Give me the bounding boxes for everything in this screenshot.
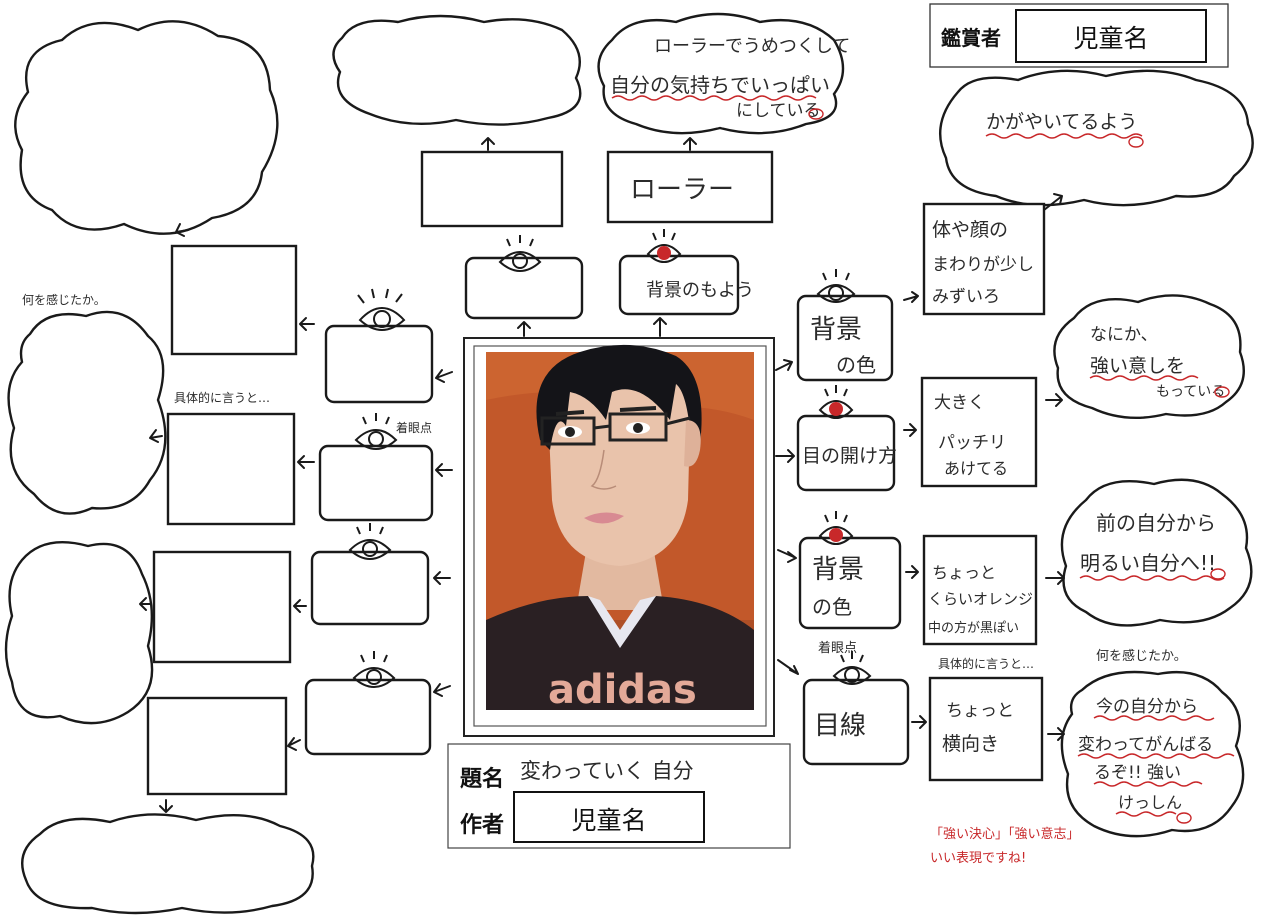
feeling-text-top-2: 自分の気持ちでいっぱい: [610, 73, 830, 97]
detail-text-right-3a: ちょっと: [932, 563, 996, 582]
focus-box-left-1: [324, 324, 434, 404]
focus-text-right-1a: 背景: [810, 315, 862, 345]
feeling-text-right-1: かがやいてるよう: [986, 111, 1137, 133]
portrait-artwork: adidas: [463, 337, 775, 737]
title-value: 変わっていく 自分: [520, 759, 694, 783]
teacher-comment-2: いい表現ですね!: [930, 851, 1026, 866]
detail-text-top: ローラー: [630, 175, 734, 205]
detail-text-right-1a: 体や顔の: [932, 219, 1008, 241]
focus-box-left-2: [318, 444, 434, 522]
concrete-box-left-3: [152, 550, 292, 664]
focus-text-top: 背景のもよう: [646, 280, 754, 301]
detail-box-right-4: [928, 676, 1044, 782]
concrete-box-top-left: [420, 150, 564, 228]
detail-text-right-1b: まわりが少し: [932, 255, 1034, 275]
prompt-concrete-right: 具体的に言うと…: [938, 656, 1034, 671]
detail-box-right-3: [922, 534, 1038, 646]
appreciator-label: 鑑賞者: [941, 26, 1001, 50]
appreciator-name: 児童名: [1073, 24, 1148, 53]
teacher-comment-1: 「強い決心」「強い意志」: [930, 826, 1080, 842]
detail-box-right-1: [922, 202, 1046, 316]
detail-text-right-3c: 中の方が黒ぽい: [928, 620, 1019, 636]
eye-icon: [357, 288, 406, 331]
appreciator-header: 鑑賞者 児童名: [929, 3, 1229, 68]
eye-icon-red: [646, 229, 682, 263]
feeling-text-right-4b: 変わってがんばる: [1078, 735, 1213, 755]
eye-icon: [352, 651, 396, 688]
focus-text-right-4: 目線: [814, 711, 866, 741]
feeling-cloud-top-center-left: [332, 14, 582, 126]
prompt-focus-right: 着眼点: [818, 640, 857, 656]
eye-icon: [816, 269, 856, 303]
detail-text-right-4a: ちょっと: [946, 701, 1014, 721]
connector-arrows: [139, 137, 1065, 813]
detail-text-right-3b: くらいオレンジ: [928, 590, 1033, 608]
feeling-cloud-right-3: [1060, 478, 1253, 627]
feeling-text-right-2b: 強い意しを: [1090, 355, 1185, 377]
eye-icon: [348, 523, 392, 560]
concrete-box-left-4: [146, 696, 288, 796]
feeling-text-right-4d: けっしん: [1118, 793, 1182, 812]
prompt-concrete-left: 具体的に言うと…: [174, 390, 270, 405]
feeling-text-right-4a: 今の自分から: [1096, 697, 1198, 717]
focus-box-left-3: [310, 550, 430, 626]
title-author-box: 題名 変わっていく 自分 作者 児童名: [447, 743, 791, 849]
eye-icon: [498, 235, 542, 272]
detail-text-right-1c: みずいろ: [932, 287, 1000, 307]
focus-box-left-4: [304, 678, 432, 756]
eye-icon-red: [818, 385, 854, 419]
focus-text-right-3b: の色: [812, 595, 852, 619]
feeling-cloud-top-center-right: [597, 12, 845, 135]
feeling-cloud-bottom-left: [21, 813, 315, 915]
feeling-text-right-2a: なにか、: [1090, 325, 1158, 345]
detail-text-right-2a: 大きく: [934, 393, 985, 413]
prompt-focus-left: 着眼点: [396, 420, 432, 435]
eye-icon-red: [818, 511, 854, 545]
author-label: 作者: [460, 813, 504, 838]
feeling-cloud-left-1: [7, 310, 167, 515]
feeling-cloud-right-2: [1053, 294, 1245, 419]
feeling-text-top-1: ローラーでうめつくして: [654, 36, 850, 57]
eye-icon: [832, 651, 872, 685]
feeling-text-right-4c: るぞ!! 強い: [1094, 763, 1181, 783]
prompt-feel-right: 何を感じたか。: [1096, 648, 1187, 664]
eye-icon: [354, 413, 398, 450]
feeling-text-top-3: にしている: [736, 101, 821, 121]
focus-text-right-1b: の色: [836, 353, 876, 377]
detail-box-right-2: [920, 376, 1038, 488]
title-label: 題名: [460, 766, 504, 792]
feeling-text-right-2c: もっている: [1156, 384, 1225, 400]
focus-box-right-1: [796, 294, 894, 382]
feeling-text-right-3a: 前の自分から: [1096, 511, 1216, 535]
focus-text-right-3a: 背景: [812, 555, 864, 585]
feeling-cloud-top-left: [14, 20, 279, 235]
feeling-text-right-3b: 明るい自分へ!!: [1080, 551, 1216, 575]
detail-text-right-2b: パッチリ: [938, 433, 1006, 453]
concrete-box-top-right: [606, 150, 774, 224]
focus-box-top-left: [464, 256, 584, 320]
detail-text-right-4b: 横向き: [942, 733, 999, 755]
focus-text-right-2: 目の開け方: [802, 445, 897, 467]
feeling-cloud-left-2: [4, 541, 154, 725]
concrete-box-left-2: [166, 412, 296, 526]
shirt-logo-text: adidas: [548, 667, 697, 713]
concrete-box-left-1: [170, 244, 298, 356]
author-name: 児童名: [571, 806, 646, 835]
prompt-feel-left: 何を感じたか。: [22, 292, 106, 307]
detail-text-right-2c: あけてる: [944, 459, 1008, 478]
check-stamp-icon: [808, 108, 1230, 824]
